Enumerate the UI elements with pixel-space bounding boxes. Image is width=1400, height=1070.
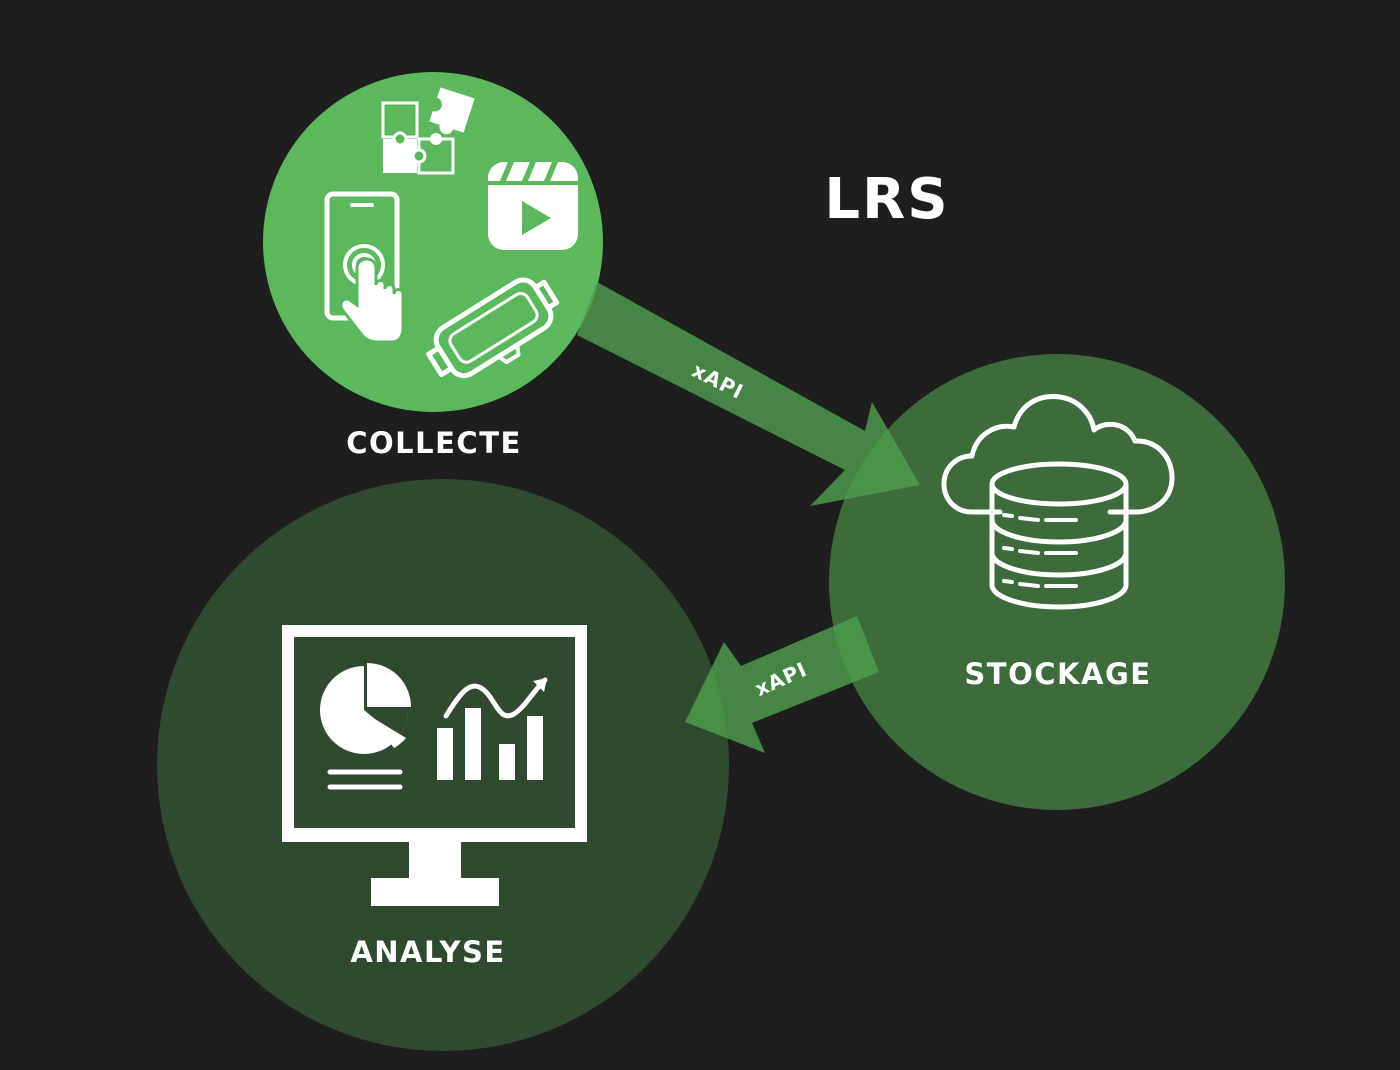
- collect-node: [263, 72, 603, 412]
- puzzle-icon: [381, 87, 475, 175]
- arrow-storage-to-analysis: xAPI: [685, 616, 879, 753]
- storage-node: [829, 354, 1285, 810]
- video-player-icon: [488, 162, 578, 250]
- collect-label: COLLECTE: [346, 426, 522, 460]
- storage-label: STOCKAGE: [964, 657, 1151, 691]
- diagram-title: LRS: [824, 167, 949, 232]
- monitor-analytics-icon: [282, 625, 587, 906]
- arrow-collect-to-storage: xAPI: [577, 282, 920, 506]
- analysis-label: ANALYSE: [350, 935, 505, 969]
- cloud-database-icon: [941, 394, 1175, 610]
- vr-headset-icon: [426, 277, 560, 379]
- smartphone-touch-icon: [324, 191, 405, 344]
